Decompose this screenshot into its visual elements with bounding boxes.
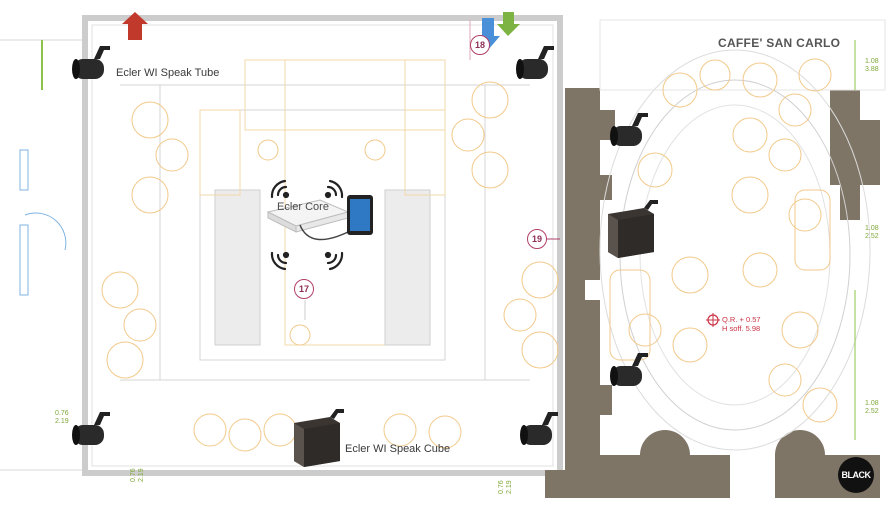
label-cube: Ecler WI Speak Cube (345, 443, 451, 455)
ceiling-marker-icon (706, 313, 720, 327)
label-tube: Ecler WI Speak Tube (116, 67, 220, 79)
oval-room-walls (545, 88, 880, 498)
badge-17: 17 (294, 279, 314, 299)
main-room (82, 15, 563, 476)
badge-19: 19 (527, 229, 547, 249)
arrow-up-red-icon (122, 12, 148, 40)
wifi-wave-icon-tl (270, 179, 290, 199)
outer-walls (0, 39, 85, 471)
brand-logo: BLACK (838, 457, 874, 493)
arrow-down-green-icon (497, 12, 520, 36)
label-core: Ecler Core (277, 201, 329, 213)
ecler-core-device (266, 195, 373, 241)
oval-room (599, 19, 886, 451)
wifi-wave-icon-br (324, 251, 344, 271)
wireless-icons (270, 179, 344, 271)
wifi-wave-icon-bl (270, 251, 290, 271)
badge-18: 18 (470, 35, 490, 55)
main-room-tables (101, 81, 559, 452)
wifi-wave-icon-tr (324, 179, 344, 199)
venue-title: CAFFE' SAN CARLO (718, 36, 841, 50)
